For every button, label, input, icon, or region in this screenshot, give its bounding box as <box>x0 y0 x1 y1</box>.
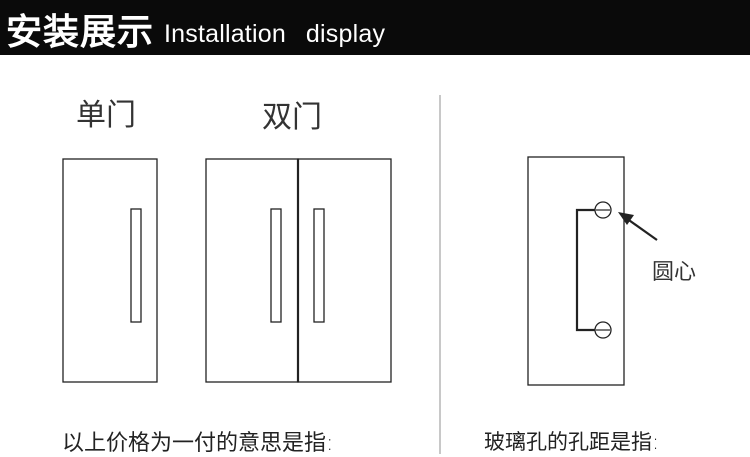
header-bar: 安装展示 Installation display <box>0 0 750 55</box>
price-note-caption: 以上价格为一付的意思是指: <box>62 431 334 456</box>
center-point-label: 圆心 <box>652 260 697 285</box>
title-english-word-2: display <box>305 20 386 48</box>
center-arrow-line <box>625 217 658 241</box>
title-english: Installation display <box>164 20 385 49</box>
single-door-handle <box>130 208 142 323</box>
single-door-label: 单门 <box>76 98 136 133</box>
title-chinese: 安装展示 <box>6 12 155 53</box>
double-door-left-panel <box>205 158 299 383</box>
double-door-right-panel <box>297 158 392 383</box>
double-door-left-handle <box>270 208 282 323</box>
hole-distance-caption: 玻璃孔的孔距是指: <box>484 430 660 454</box>
title-english-word-1: Installation <box>164 20 286 48</box>
double-door-right-handle <box>313 208 325 323</box>
double-door-label: 双门 <box>262 100 322 135</box>
hole-distance-bracket <box>575 208 603 332</box>
center-arrow-head <box>618 212 634 225</box>
single-door-panel <box>62 158 158 383</box>
